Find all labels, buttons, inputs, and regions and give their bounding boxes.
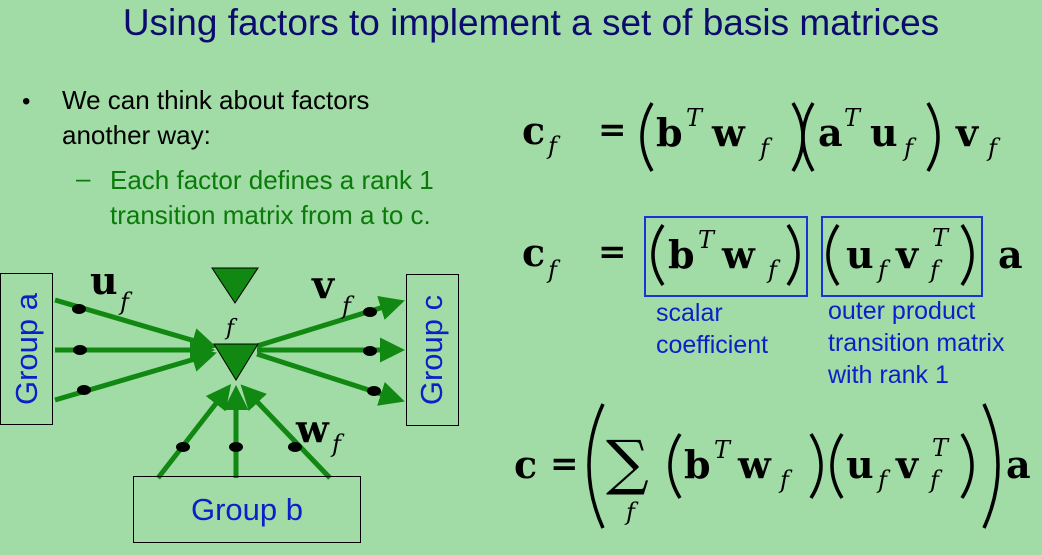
sub-bullet-marker: – (76, 163, 91, 193)
arrow-c1 (256, 295, 405, 349)
factor-triangle-top (211, 267, 259, 304)
group-a-box: Group a (0, 273, 53, 425)
group-b-box: Group b (133, 476, 361, 543)
scalar-annotation: scalar coefficient (656, 299, 769, 359)
label-factor-f: f (226, 316, 235, 341)
arrow-b1 (156, 384, 232, 480)
slide-title: Using factors to implement a set of basi… (122, 2, 940, 43)
label-w: w (296, 406, 329, 451)
group-a-label: Group a (8, 292, 44, 406)
group-c-box: Group c (406, 274, 459, 426)
bullet-marker: • (22, 88, 31, 115)
label-v: v (312, 262, 335, 307)
arrow-b3 (240, 384, 332, 480)
connection-dots (72, 304, 381, 452)
group-b-label: Group b (190, 491, 303, 527)
equation-parens (587, 102, 1000, 529)
sub-bullet-text: Each factor defines a rank 1 transition … (110, 165, 434, 230)
label-v-sub: f (342, 292, 351, 320)
label-u-sub: f (120, 288, 129, 316)
label-w-sub: f (332, 430, 341, 458)
scalar-box (644, 216, 808, 297)
label-u: u (90, 258, 118, 303)
outer-product-annotation: outer product transition matrix with ran… (828, 297, 1005, 389)
bullet-text: We can think about factors another way: (62, 85, 370, 150)
outer-product-box (821, 216, 983, 297)
group-c-label: Group c (414, 294, 450, 406)
factor-triangle-main (213, 343, 259, 381)
